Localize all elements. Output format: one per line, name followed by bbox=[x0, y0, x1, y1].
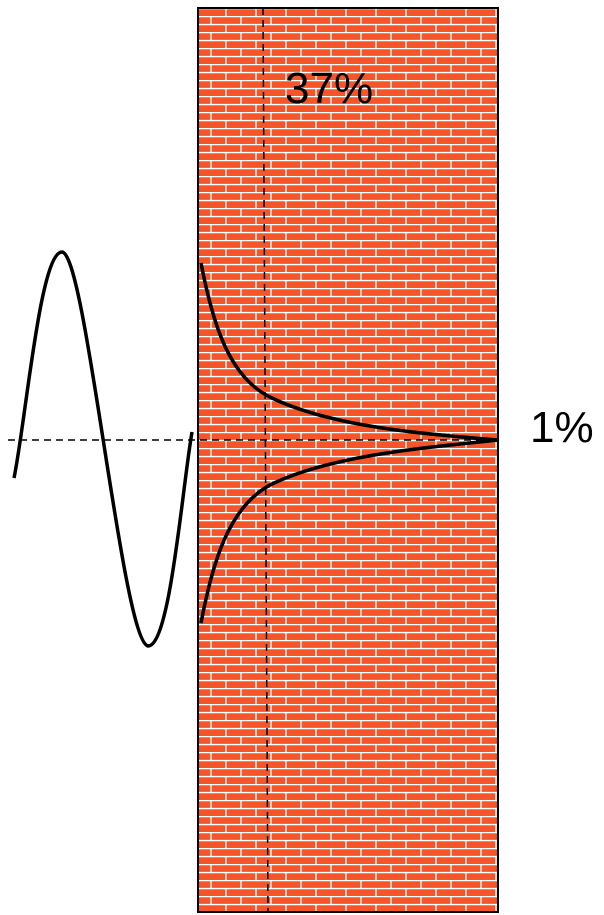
decay-envelope-lower bbox=[199, 438, 499, 624]
attenuation-label: 1% bbox=[530, 403, 594, 452]
skin-depth-label: 37% bbox=[285, 64, 373, 113]
incident-wave bbox=[12, 250, 194, 648]
skin-depth-dashed-line bbox=[262, 7, 269, 913]
decay-envelope-upper bbox=[199, 262, 499, 442]
